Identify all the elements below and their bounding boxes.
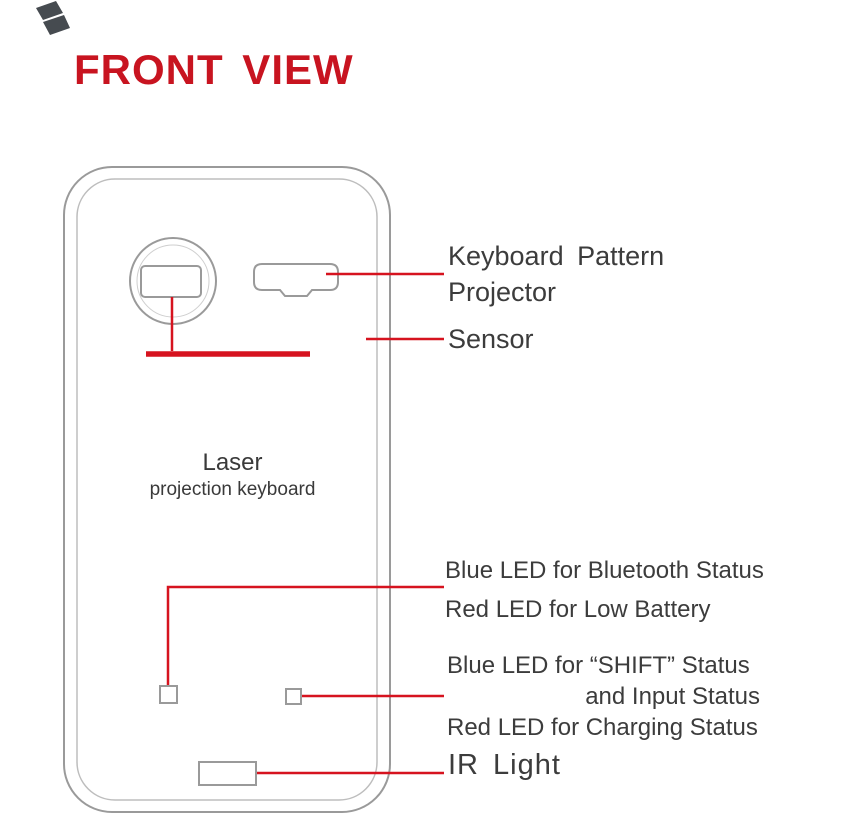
callout-projector-line2: Projector xyxy=(448,277,557,307)
callout-projector-line1: Keyboard Pattern xyxy=(448,241,665,271)
callout-status-top: Blue LED for Bluetooth Status Red LED fo… xyxy=(445,551,764,629)
callout-status-bottom: Blue LED for “SHIFT” Status and Input St… xyxy=(447,650,792,743)
callout-charging-status: Red LED for Charging Status xyxy=(447,714,758,741)
watermark-logo-fragment xyxy=(36,1,70,35)
device-outline-inner xyxy=(76,178,378,801)
page-title: FRONT VIEW xyxy=(74,46,354,93)
callout-shift-status: Blue LED for “SHIFT” Status xyxy=(447,652,750,679)
device-name-line1: Laser xyxy=(202,449,263,476)
sensor-module xyxy=(253,263,339,297)
callout-sensor: Sensor xyxy=(448,324,534,354)
bluetooth-led-callout-line xyxy=(166,585,444,686)
callout-input-status: and Input Status xyxy=(585,683,760,710)
ir-light-window xyxy=(198,761,257,786)
device-name: Laser projection keyboard xyxy=(110,448,355,502)
device-outline-outer xyxy=(63,166,391,813)
device-name-line2: projection keyboard xyxy=(149,479,316,500)
projector-window xyxy=(140,265,202,298)
bluetooth-battery-led xyxy=(159,685,178,704)
shift-charging-led xyxy=(285,688,302,705)
callout-ir-light: IR Light xyxy=(448,749,561,781)
callout-low-battery: Red LED for Low Battery xyxy=(445,596,711,623)
callout-projector: Keyboard Pattern Projector xyxy=(448,238,664,310)
callout-bluetooth-status: Blue LED for Bluetooth Status xyxy=(445,557,764,584)
